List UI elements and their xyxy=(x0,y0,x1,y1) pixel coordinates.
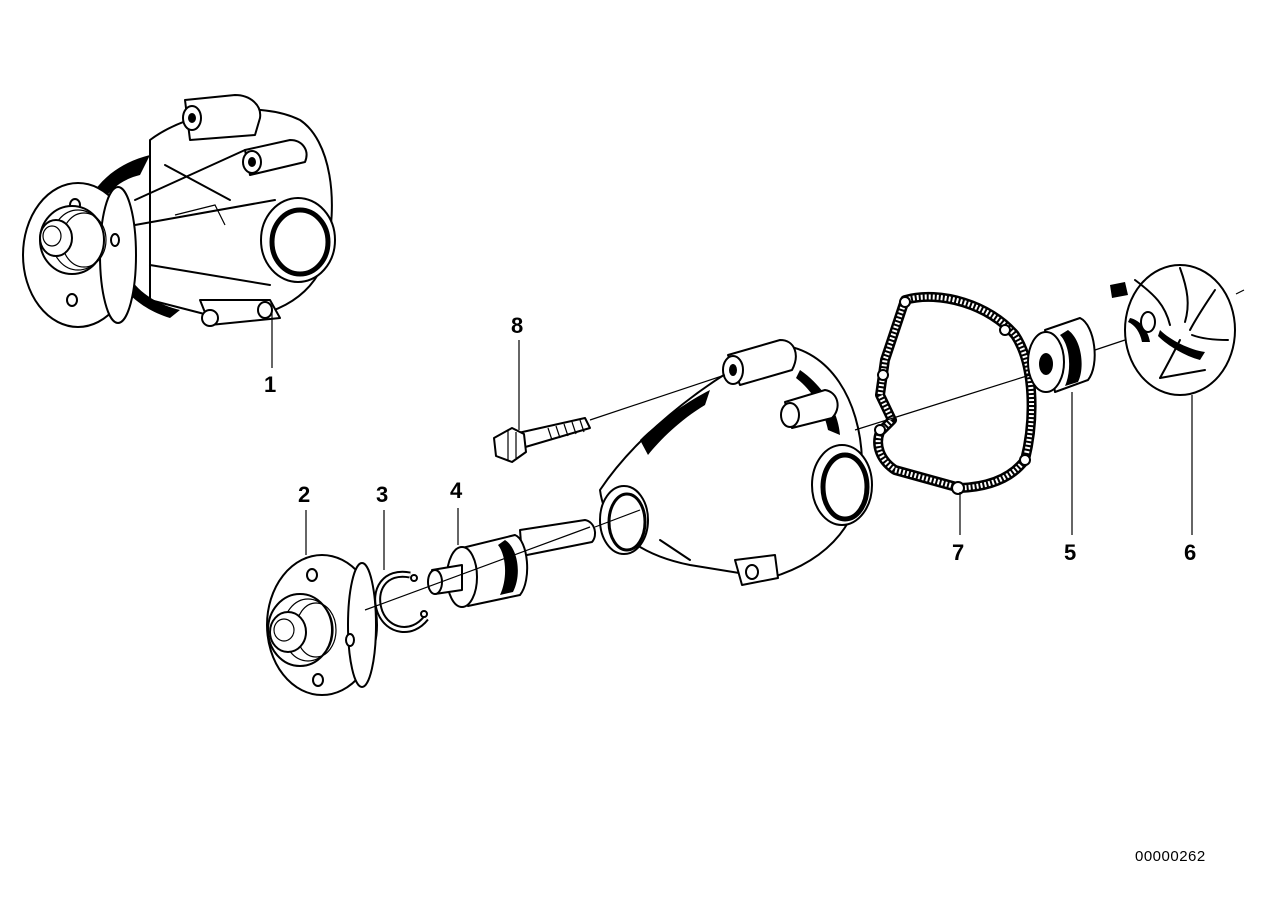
hub-drawing xyxy=(266,554,378,696)
part-label-4: 4 xyxy=(450,478,463,503)
part-label-8: 8 xyxy=(511,313,523,338)
part-label-1: 1 xyxy=(264,372,276,397)
leader-lines xyxy=(271,310,1193,570)
circlip-drawing xyxy=(374,570,429,633)
part-label-7: 7 xyxy=(952,540,964,565)
slide-ring-seal-drawing xyxy=(1027,317,1096,393)
axis-lines xyxy=(364,289,1245,611)
water-pump-assembly-drawing xyxy=(22,94,336,328)
part-label-6: 6 xyxy=(1184,540,1196,565)
part-labels: 1 2 3 4 5 6 7 8 xyxy=(264,313,1196,565)
part-label-3: 3 xyxy=(376,482,388,507)
impeller-drawing xyxy=(1110,264,1236,396)
pump-housing-drawing xyxy=(599,339,873,586)
part-label-2: 2 xyxy=(298,482,310,507)
diagram-id: 00000262 xyxy=(1135,848,1206,865)
bolt-drawing xyxy=(493,417,591,463)
bearing-shaft-drawing xyxy=(427,519,597,608)
part-label-5: 5 xyxy=(1064,540,1076,565)
gasket-drawing xyxy=(873,292,1037,495)
